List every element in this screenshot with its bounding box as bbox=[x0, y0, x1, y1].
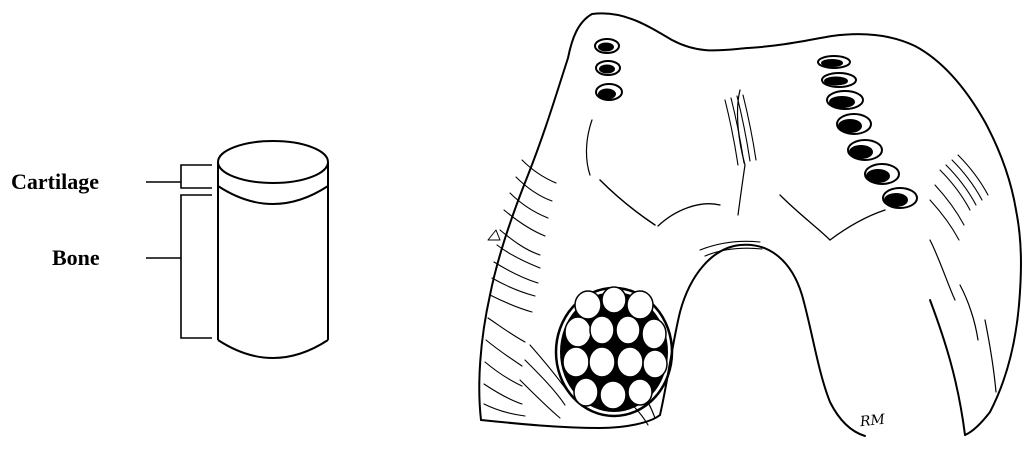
bone-label: Bone bbox=[52, 247, 100, 269]
donor-holes-medial bbox=[595, 39, 622, 100]
femur-outline bbox=[479, 13, 1021, 435]
cylinder-top bbox=[218, 141, 328, 183]
femur-illustration bbox=[479, 13, 1021, 436]
cylinder-bottom bbox=[218, 340, 328, 358]
artist-signature: RM bbox=[859, 413, 885, 430]
cartilage-bone-interface bbox=[218, 186, 328, 204]
shading-hatch-right bbox=[930, 155, 988, 240]
cartilage-label: Cartilage bbox=[11, 171, 99, 193]
shading-hatch-mid bbox=[700, 95, 762, 256]
lateral-condyle-edge bbox=[930, 300, 965, 435]
medial-condyle-base bbox=[481, 415, 660, 428]
mosaic-plug-site bbox=[556, 287, 672, 416]
cartilage-bracket bbox=[146, 165, 212, 188]
intercondylar-notch bbox=[660, 245, 865, 436]
bone-bracket bbox=[146, 195, 212, 338]
donor-holes-lateral bbox=[818, 56, 917, 208]
osteochondral-plug bbox=[218, 141, 328, 358]
